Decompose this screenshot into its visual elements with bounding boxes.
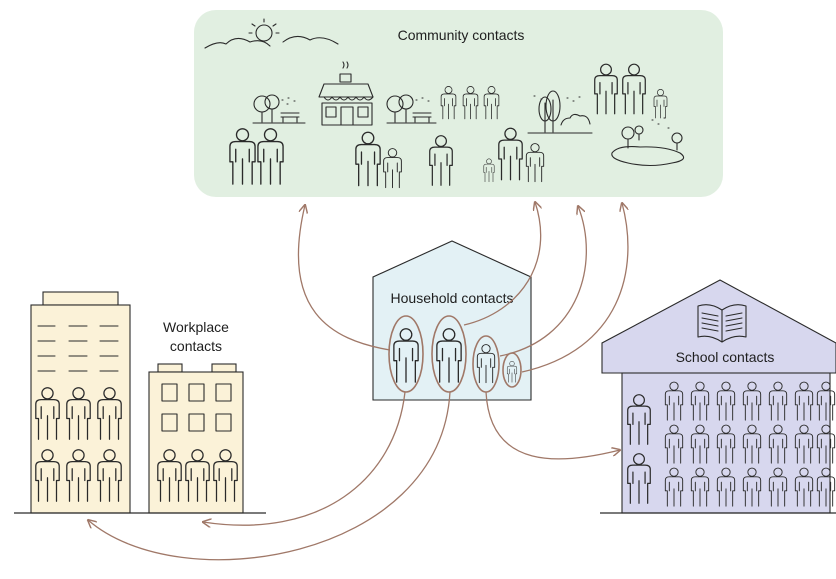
workplace-label-line1: Workplace <box>163 319 229 335</box>
arrow-to-school <box>485 391 620 460</box>
school: School contacts <box>600 279 836 514</box>
arrow-to-workplace-2 <box>88 391 451 561</box>
contact-arrows <box>88 202 628 561</box>
cafe-icon <box>318 61 374 126</box>
arrow-to-workplace-1 <box>203 391 406 525</box>
workplace-windows <box>37 325 119 372</box>
cloud-icon <box>204 35 339 49</box>
arrow-to-community-1 <box>297 205 391 351</box>
sun-icon <box>248 18 280 42</box>
open-book-icon <box>697 304 747 343</box>
workplace-short-building <box>148 371 244 514</box>
arrow-to-community-2 <box>463 202 541 326</box>
workplace-windows <box>161 383 232 432</box>
household-label: Household contacts <box>391 290 514 306</box>
tree-icon <box>386 94 437 124</box>
workplace: Workplace contacts <box>14 291 266 514</box>
community-panel: Community contacts <box>194 10 723 197</box>
pond-icon <box>611 117 685 167</box>
workplace-tall-building <box>30 304 131 514</box>
household: Household contacts <box>372 240 532 401</box>
tree-icon <box>527 90 593 134</box>
workplace-label-line2: contacts <box>170 338 222 354</box>
community-background <box>194 10 723 197</box>
community-label: Community contacts <box>398 27 525 43</box>
arrow-to-community-3 <box>499 206 587 357</box>
park-icon <box>252 94 306 124</box>
arrow-to-community-4 <box>521 203 628 373</box>
school-label: School contacts <box>676 349 775 365</box>
